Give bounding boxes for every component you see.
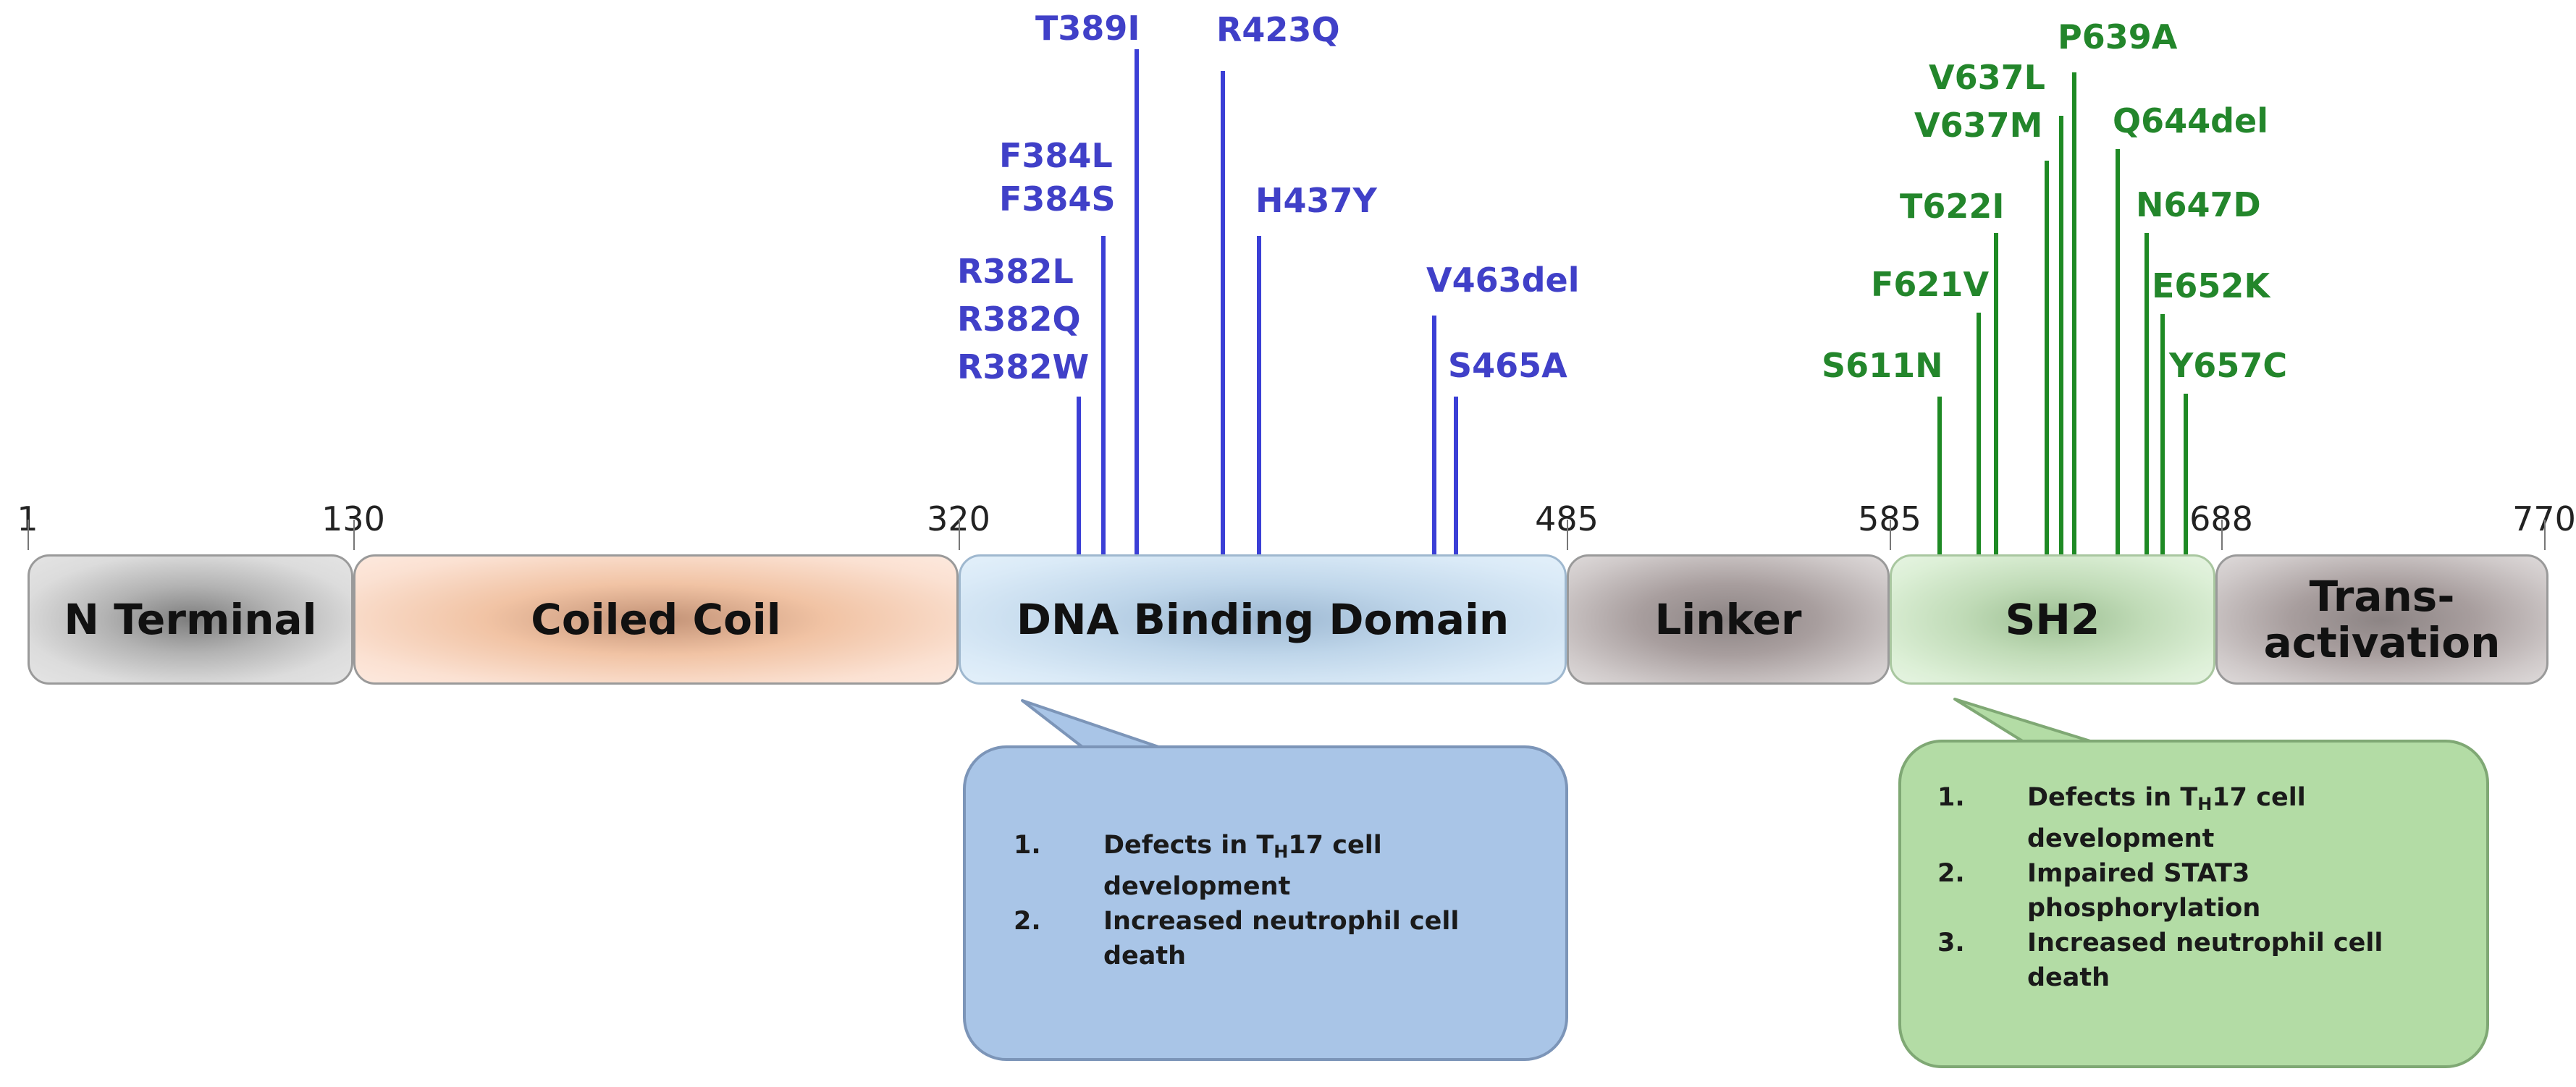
mutation-line-v637l [2059, 116, 2063, 560]
mutation-label: R382W [957, 347, 1090, 386]
mutation-label: T389I [1035, 9, 1140, 48]
position-tick [2544, 520, 2546, 550]
callout-item: 1. Defects in TH17 cell development [1937, 780, 2444, 856]
mutation-label: R382L [957, 252, 1074, 291]
mutation-label: S611N [1822, 346, 1943, 385]
domain-label: Trans- activation [2264, 573, 2501, 666]
callout-item-text: Defects in TH17 cell development [2027, 783, 2306, 853]
mutation-label: F621V [1871, 265, 1990, 304]
mutation-line-r382 [1077, 397, 1081, 560]
domain-coiled-coil: Coiled Coil [353, 554, 959, 685]
mutation-line-f384 [1101, 236, 1106, 560]
mutation-line-e652 [2160, 314, 2165, 560]
sh2-callout: 1. Defects in TH17 cell development 2. I… [1898, 740, 2489, 1068]
domain-label: N Terminal [64, 595, 317, 644]
mutation-label: F384S [999, 179, 1116, 219]
dna-callout-list: 1. Defects in TH17 cell development 2. I… [1014, 828, 1520, 973]
callout-item-text: Increased neutrophil cell death [1103, 907, 1460, 970]
mutation-label: T622I [1900, 187, 2005, 226]
position-tick [959, 520, 960, 550]
position-tick [1890, 520, 1891, 550]
callout-item-number: 1. [1014, 831, 1041, 860]
mutation-label: Y657C [2169, 346, 2288, 385]
mutation-line-v463 [1432, 316, 1436, 560]
callout-item: 1. Defects in TH17 cell development [1014, 828, 1520, 904]
position-tick [353, 520, 355, 550]
mutation-line-f621 [1977, 313, 1981, 560]
domain-transactivation: Trans- activation [2215, 554, 2548, 685]
domain-label-line: activation [2263, 618, 2501, 667]
mutation-label: F384L [999, 136, 1113, 175]
mutation-line-p639 [2072, 72, 2076, 560]
dna-callout: 1. Defects in TH17 cell development 2. I… [963, 745, 1568, 1061]
mutation-line-h437 [1257, 236, 1261, 560]
domain-sh2: SH2 [1890, 554, 2215, 685]
domain-dna-binding: DNA Binding Domain [959, 554, 1567, 685]
mutation-line-s465 [1454, 397, 1458, 560]
position-tick [2221, 520, 2223, 550]
mutation-line-y657 [2184, 394, 2188, 560]
callout-item-number: 1. [1937, 783, 1965, 812]
mutation-label: V637L [1929, 58, 2045, 97]
domain-n-terminal: N Terminal [28, 554, 353, 685]
position-tick [1567, 520, 1568, 550]
mutation-line-r423 [1221, 71, 1225, 560]
mutation-line-t389 [1135, 49, 1139, 560]
mutation-line-t622 [1994, 233, 1998, 560]
domain-label: DNA Binding Domain [1016, 595, 1510, 644]
domain-label: Coiled Coil [531, 595, 781, 644]
domain-linker: Linker [1567, 554, 1890, 685]
callout-item-text: Increased neutrophil cell death [2027, 929, 2383, 992]
mutation-line-s611 [1937, 397, 1942, 560]
callout-item-number: 2. [1014, 907, 1041, 936]
mutation-line-n647 [2144, 233, 2149, 560]
mutation-line-v637m [2045, 161, 2049, 560]
mutation-label: E652K [2152, 266, 2270, 305]
domain-label-line: Trans- [2309, 572, 2455, 621]
callout-item: 2. Increased neutrophil cell death [1014, 904, 1520, 973]
callout-item-number: 2. [1937, 859, 1965, 888]
mutation-label: P639A [2058, 17, 2178, 56]
mutation-label: V637M [1914, 106, 2043, 145]
mutation-label: R382Q [957, 300, 1081, 339]
mutation-label: Q644del [2113, 101, 2269, 140]
mutation-label: V463del [1426, 261, 1580, 300]
callout-item-text: Impaired STAT3 phosphorylation [2027, 859, 2261, 923]
sh2-callout-list: 1. Defects in TH17 cell development 2. I… [1937, 780, 2444, 995]
domain-label: Linker [1654, 595, 1802, 644]
mutation-line-q644 [2116, 149, 2120, 560]
callout-item-number: 3. [1937, 929, 1965, 957]
dna-callout-pointer [1021, 699, 1169, 751]
mutation-label: S465A [1448, 346, 1567, 385]
callout-item-text: Defects in TH17 cell development [1103, 831, 1382, 901]
sh2-callout-pointer [1953, 698, 2101, 745]
mutation-label: N647D [2136, 185, 2261, 224]
mutation-label: H437Y [1255, 181, 1377, 220]
callout-item: 2. Impaired STAT3 phosphorylation [1937, 856, 2444, 926]
position-tick [28, 520, 29, 550]
callout-item: 3. Increased neutrophil cell death [1937, 926, 2444, 995]
domain-label: SH2 [2005, 595, 2100, 644]
mutation-label: R423Q [1216, 10, 1340, 49]
